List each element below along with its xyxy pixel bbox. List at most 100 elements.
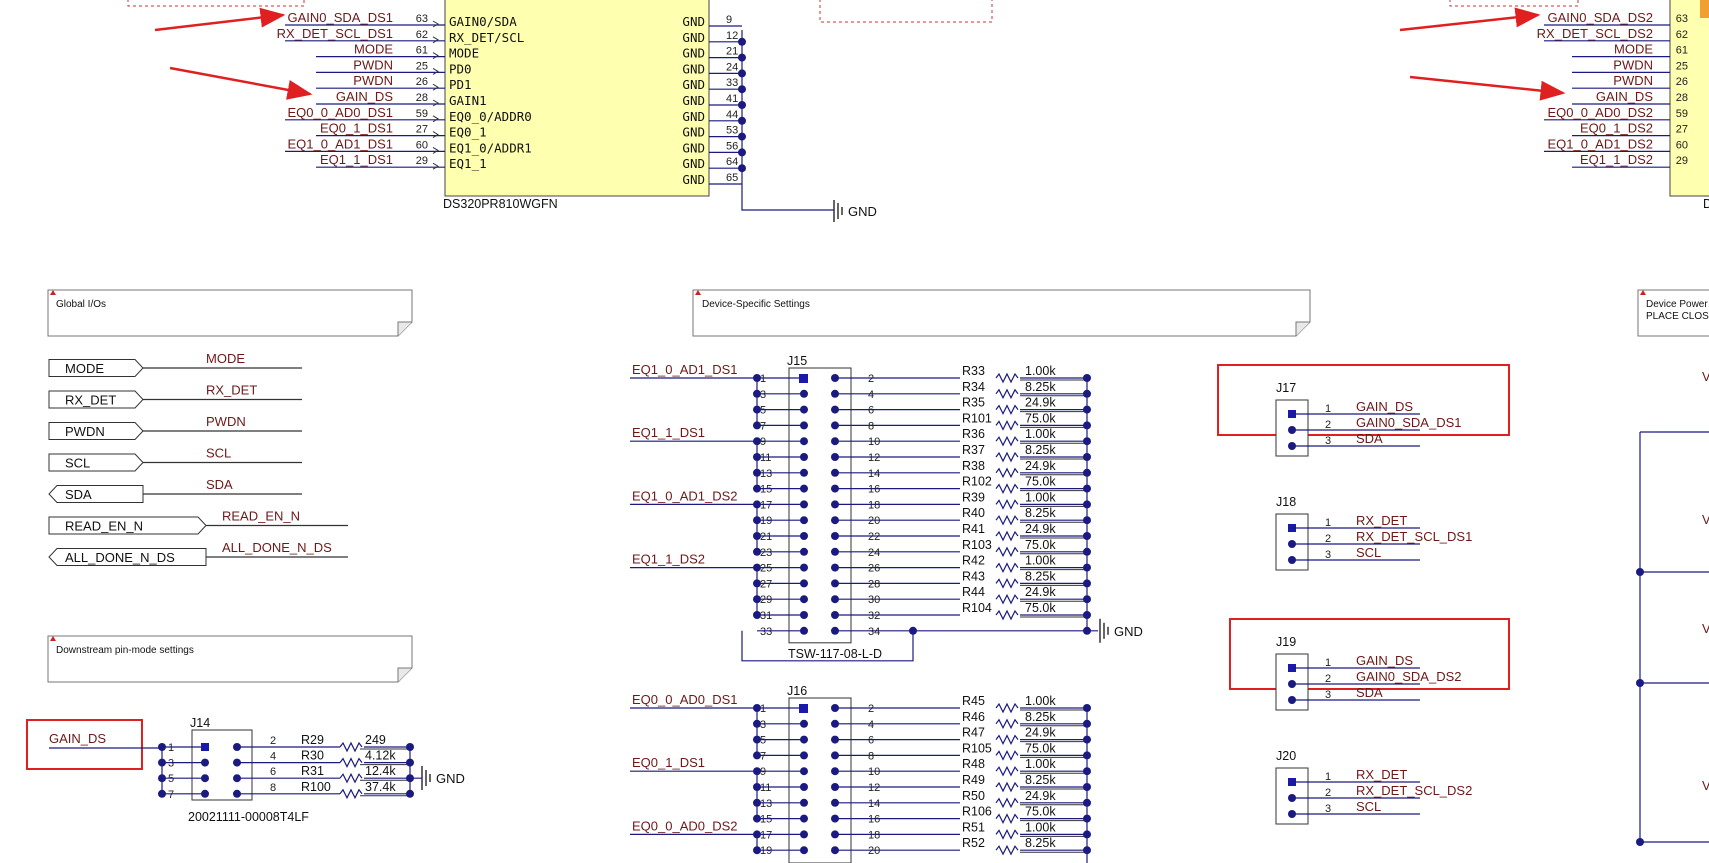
pin-arrow [432,146,439,154]
j16-resistor [995,813,1019,824]
j16-resistor [995,734,1019,745]
j16-pin-dot [800,767,808,776]
j15-res-value: 24.9k [1025,459,1056,473]
j15-left-pin: 13 [760,468,772,480]
j15-left-pin: 9 [760,436,766,448]
j15-res-ref: R40 [962,506,985,520]
note-global-ios-text: Global I/Os [56,299,106,310]
j15-res-ref: R42 [962,554,985,568]
ic-left-pin-name: PD0 [449,61,472,76]
j16-right-pin: 14 [868,798,880,810]
j15-right-pin: 6 [868,405,874,417]
note-device-power-line2: PLACE CLOS [1646,311,1709,322]
j16-net-wire [630,770,758,819]
j15-left-pin: 31 [760,610,772,622]
header-pin-number: 2 [1325,533,1331,545]
j15-left-pin: 29 [760,594,772,606]
j14-resistor [339,772,363,784]
j16-res-ref: R51 [962,820,985,834]
j14-left-pin: 3 [168,758,174,770]
j15-pin-dot [800,626,808,635]
j16-right-pin: 18 [868,829,880,841]
ic-left-body [444,0,710,197]
j15-res-value: 75.0k [1025,538,1056,552]
global-port-label: ALL_DONE_N_DS [65,550,175,565]
ic-left-pin-name: GAIN0/SDA [449,14,517,29]
note-device-power: Device Power PLACE CLOS [1637,289,1709,337]
global-port-shape [48,516,207,535]
svg-text:V: V [1702,778,1709,793]
j15-res-ref: R38 [962,459,985,473]
j16-net-wire [630,833,758,851]
j16-res-ref: R52 [962,836,985,850]
header-net-label: GAIN0_SDA_DS1 [1356,415,1462,430]
ic-left-gnd-pin-number: 24 [726,61,738,73]
j14-pin-dot [201,758,209,767]
j14-net-label: GAIN_DS [49,731,106,746]
j15-right-pin: 30 [868,594,880,606]
ic-left-pin-number: 28 [416,92,428,104]
j15-pin-dot [800,516,808,525]
ic-left-net-label: PWDN [353,57,393,72]
j15-pin-dot [800,468,808,477]
j15-resistor [995,546,1019,558]
ic-left-gnd-pin-number: 33 [726,77,738,89]
pin-arrow [432,162,439,170]
ic-right-pin-number: 27 [1676,124,1688,136]
ic-left-pin-number: 26 [416,76,428,88]
header-net-label: RX_DET_SCL_DS2 [1356,783,1472,798]
j15-resistor [995,578,1019,589]
ic-left-gnd-pin-name: GND [682,61,705,76]
j15-res-value: 8.25k [1025,380,1056,394]
j16-left-pin: 19 [760,845,772,857]
highlight-gain-ds-net [26,719,143,770]
ic-left-gnd-pin-number: 41 [726,93,738,105]
ic-right-net-label: EQ1_1_DS2 [1580,152,1653,167]
global-port-net: RX_DET [206,383,257,398]
ic-right-part: D [1703,197,1709,211]
ic-left-net-label: EQ1_1_DS1 [320,152,393,167]
ic-left-gnd-pin-name: GND [682,109,705,124]
j16-resistor [995,750,1019,761]
j15-res-value: 8.25k [1025,506,1056,520]
j16-resistor [995,781,1019,793]
ic-left-gnd-pin-number: 21 [726,46,738,58]
ic-left-pin-number: 29 [416,155,428,167]
pin-arrow [432,20,439,28]
j16-pin-dot [800,783,808,791]
header-pin-number: 3 [1325,435,1331,447]
ic-left-pin-name: EQ1_1 [449,156,487,171]
j16-pin-dot [800,751,808,760]
header-net-label: RX_DET_SCL_DS1 [1356,529,1472,544]
j15-net-label: EQ1_1_DS1 [632,425,705,440]
j16-pin-dot [800,830,808,839]
ic-left-gnd-pin-number: 56 [726,140,738,152]
global-port-label: PWDN [65,424,105,439]
j15-res-value: 1.00k [1025,490,1056,504]
global-port-shape [48,548,207,566]
header-refdes: J20 [1276,749,1296,763]
global-port-net: READ_EN_N [222,509,300,524]
j16-res-ref: R46 [962,710,985,724]
j15-res-ref: R36 [962,427,985,441]
j15-net-label: EQ1_1_DS2 [632,552,705,567]
j14-resistor [339,741,363,753]
ic-left-net-label: EQ1_0_AD1_DS1 [287,136,393,151]
gnd-symbol-ic: GND [741,30,877,222]
j15-left-pin: 33 [760,626,772,638]
j15-pin-dot [800,547,808,556]
j14-right-pin: 2 [270,735,276,747]
j16-pin-dot [800,719,808,728]
pin-arrow [432,115,439,123]
j15-pin-dot [800,389,808,398]
global-port-net: ALL_DONE_N_DS [222,540,332,555]
ic-right-pin-number: 60 [1676,139,1688,151]
ic-right-net-label: PWDN [1613,73,1653,88]
header-refdes: J17 [1276,381,1296,395]
pin-arrow [432,67,439,75]
j15-left-pin: 27 [760,578,772,590]
j16-res-value: 24.9k [1025,789,1056,803]
j16-body [788,697,852,863]
j15-gnd-dot [1083,626,1091,635]
j15-pin-dot [800,484,808,493]
